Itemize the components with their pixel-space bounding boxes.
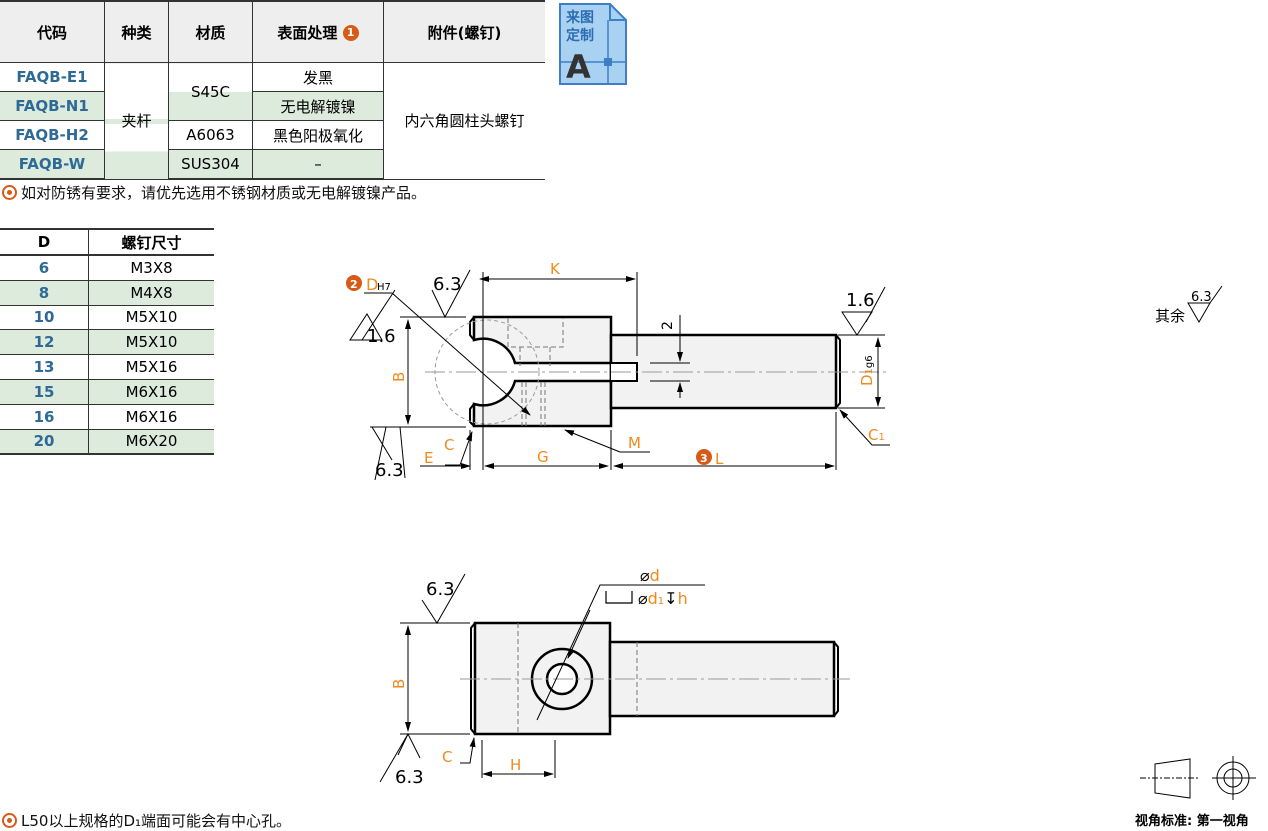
header-code: 代码: [0, 0, 105, 63]
spec-table: 代码 种类 材质 表面处理 1 附件(螺钉) FAQB-E1 夹杆 S45C 发…: [0, 0, 545, 180]
screw-size: M5X16: [88, 354, 214, 380]
view-standard-label: 视角标准: 第一视角: [1135, 813, 1249, 829]
dim-d1-depth: ⌀d1↧h: [638, 589, 688, 608]
surface-cell: 黑色阳极氧化: [252, 120, 384, 150]
product-code[interactable]: FAQB-H2: [0, 120, 105, 150]
dim-D: D: [366, 275, 378, 294]
header-screw-size: 螺钉尺寸: [88, 228, 214, 256]
d-value: 6: [0, 254, 89, 281]
dim-D-tol: H7: [377, 282, 391, 293]
other-roughness: 6.3: [1191, 290, 1212, 305]
screw-size: M5X10: [88, 329, 214, 356]
rust-note: 如对防锈有要求，请优先选用不锈钢材质或无电解镀镍产品。: [2, 182, 426, 203]
screw-size: M6X20: [88, 428, 214, 456]
dim-B-top: B: [390, 679, 408, 689]
material-cell: SUS304: [168, 149, 253, 180]
roughness-63-bottom2: 6.3: [395, 767, 424, 788]
roughness-63: 6.3: [433, 274, 462, 295]
screw-size: M5X10: [88, 304, 214, 331]
dim-G: G: [537, 448, 549, 466]
dim-C1: C1: [868, 426, 885, 444]
badge-3: 3: [700, 452, 708, 465]
header-material: 材质: [168, 0, 253, 63]
center-hole-note-text: L50以上规格的D₁端面可能会有中心孔。: [21, 812, 292, 830]
d-value: 20: [0, 428, 89, 456]
rust-note-text: 如对防锈有要求，请优先选用不锈钢材质或无电解镀镍产品。: [21, 184, 427, 202]
product-code[interactable]: FAQB-N1: [0, 91, 105, 121]
top-view-labels: 6.3 6.3 B C H ⌀d ⌀d1↧h: [390, 566, 688, 788]
dim-D1: D1g6: [858, 355, 876, 386]
d-value: 13: [0, 354, 89, 380]
screw-size: M4X8: [88, 279, 214, 306]
badge-letter: A: [566, 48, 591, 86]
table-row: FAQB-H2 A6063 黑色阳极氧化: [0, 120, 545, 150]
dim-C-top: C: [442, 748, 452, 766]
roughness-16-shaft: 1.6: [846, 290, 875, 311]
dim-B: B: [390, 372, 408, 382]
d-value: 10: [0, 304, 89, 331]
screw-size: M3X8: [88, 254, 214, 281]
roughness-16: 1.6: [367, 326, 396, 347]
custom-drawing-badge[interactable]: 来图 定制 A: [558, 2, 628, 86]
dim-C: C: [444, 436, 454, 454]
first-angle-projection-icon: [1140, 756, 1256, 800]
note-icon: [2, 185, 17, 200]
note-icon: [2, 813, 17, 828]
d-value: 15: [0, 378, 89, 405]
roughness-63-bottom: 6.3: [375, 460, 404, 481]
front-view-labels: 2 DH7 6.3 1.6 1.6 6.3 K 2 B D1g6 C E G M…: [346, 260, 885, 481]
note-badge-1: 1: [342, 25, 359, 41]
type-cell: 夹杆: [104, 62, 169, 180]
table-row: FAQB-E1 夹杆 S45C 发黑 内六角圆柱头螺钉: [0, 62, 545, 180]
surface-cell: –: [252, 149, 384, 180]
other-label: 其余: [1155, 307, 1185, 325]
material-cell: S45C: [168, 62, 253, 121]
screw-size: M6X16: [88, 378, 214, 405]
header-surface-label: 表面处理: [277, 23, 338, 42]
header-accessory: 附件(螺钉): [383, 0, 545, 63]
accessory-cell: 内六角圆柱头螺钉: [383, 62, 545, 180]
table-row: FAQB-N1 无电解镀镍: [0, 91, 545, 121]
dim-H: H: [510, 756, 521, 774]
top-view: [379, 573, 850, 783]
badge-line2: 定制: [566, 27, 594, 44]
badge-line1: 来图: [565, 10, 594, 26]
general-roughness: 其余 6.3: [1155, 285, 1223, 325]
material-cell: A6063: [168, 120, 253, 150]
dim-K: K: [550, 260, 561, 278]
dim-E: E: [424, 449, 433, 467]
front-view: [349, 269, 890, 481]
badge-2: 2: [350, 278, 358, 291]
table-row: FAQB-W SUS304 –: [0, 149, 545, 180]
dim-L: L: [715, 450, 724, 468]
surface-cell: 发黑: [252, 62, 384, 92]
d-value: 12: [0, 329, 89, 356]
header-d: D: [0, 228, 89, 256]
dim-2: 2: [660, 321, 676, 330]
dim-d: ⌀d: [640, 566, 660, 585]
roughness-63-top: 6.3: [426, 579, 455, 600]
surface-cell: 无电解镀镍: [252, 91, 384, 121]
product-code[interactable]: FAQB-W: [0, 149, 105, 180]
center-hole-note: L50以上规格的D₁端面可能会有中心孔。: [2, 810, 291, 831]
dim-M: M: [628, 434, 641, 452]
